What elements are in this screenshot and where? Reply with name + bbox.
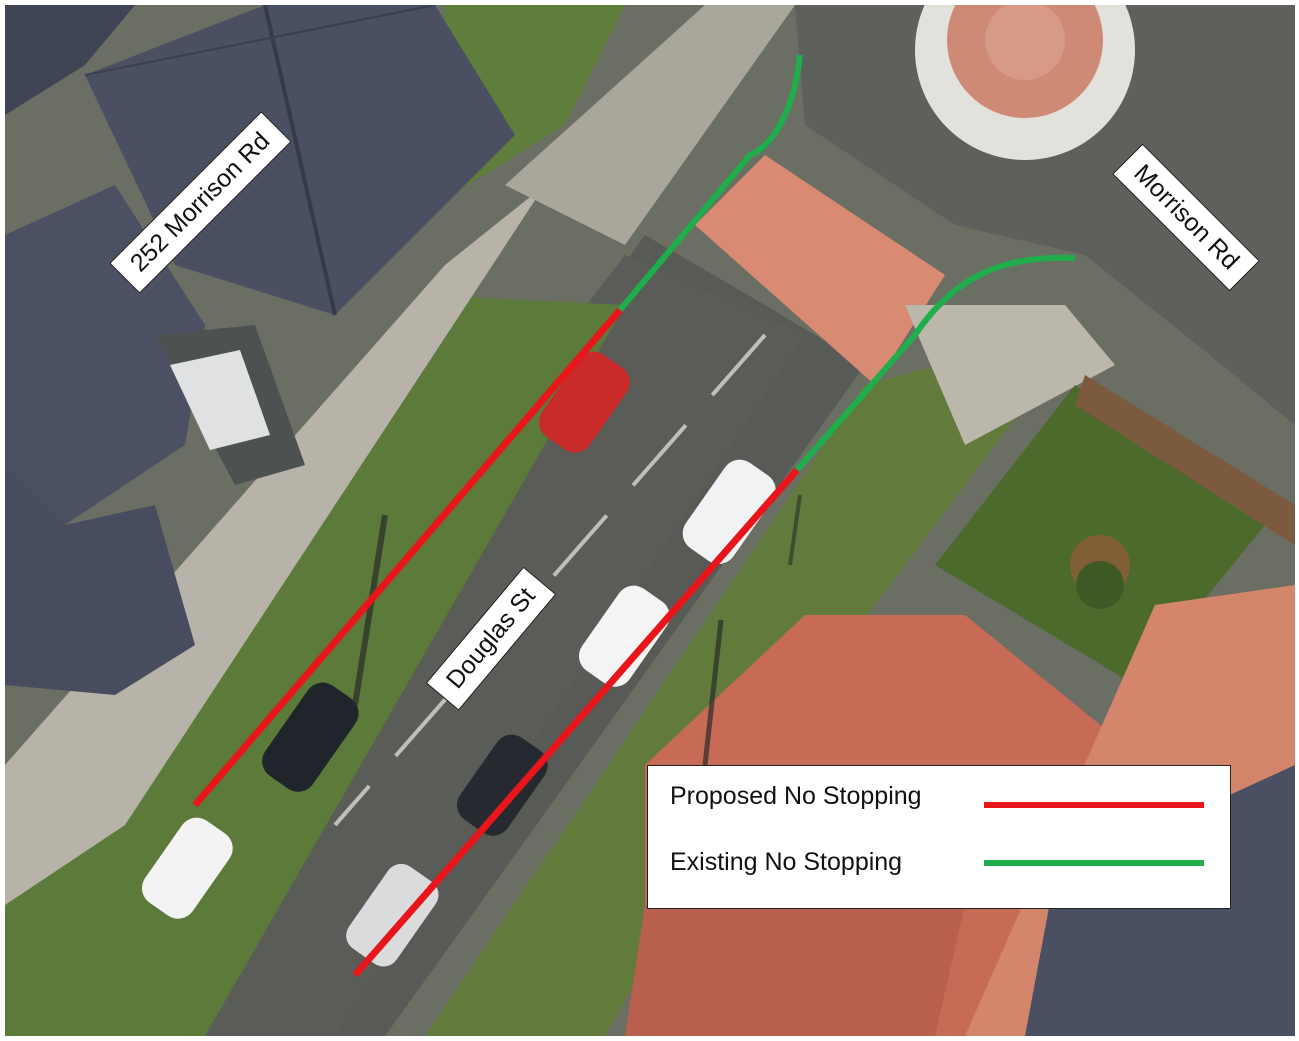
- existing-no-stopping-line-1: [617, 54, 803, 312]
- aerial-map[interactable]: 252 Morrison Rd Morrison Rd Douglas St P…: [5, 5, 1295, 1036]
- existing-no-stopping-line-2: [794, 254, 1076, 472]
- proposed-no-stopping-line-2: [352, 467, 800, 978]
- morrison-road-surface: [795, 5, 1295, 425]
- car-black-1: [457, 734, 548, 836]
- left-footpath: [5, 185, 545, 905]
- legend-item-existing: Existing No Stopping: [670, 848, 902, 877]
- car-red: [539, 351, 630, 453]
- car-covered: [346, 863, 439, 967]
- legend-swatch-proposed: [984, 802, 1204, 808]
- map-legend: Proposed No Stopping Existing No Stoppin…: [647, 765, 1231, 909]
- car-white-3: [142, 817, 233, 919]
- car-white-2: [579, 585, 670, 687]
- parked-cars: [142, 351, 776, 967]
- legend-swatch-existing: [984, 860, 1204, 866]
- aerial-imagery: [5, 5, 1295, 1036]
- pedestrian-crossing: [695, 155, 945, 385]
- car-white-1: [682, 459, 776, 564]
- proposed-no-stopping-line-1: [192, 307, 623, 808]
- parked-car-driveway: [170, 350, 270, 450]
- legend-label-proposed: Proposed No Stopping: [670, 782, 922, 810]
- legend-item-proposed: Proposed No Stopping: [670, 782, 922, 811]
- legend-label-existing: Existing No Stopping: [670, 848, 903, 876]
- car-black-2: [262, 682, 359, 792]
